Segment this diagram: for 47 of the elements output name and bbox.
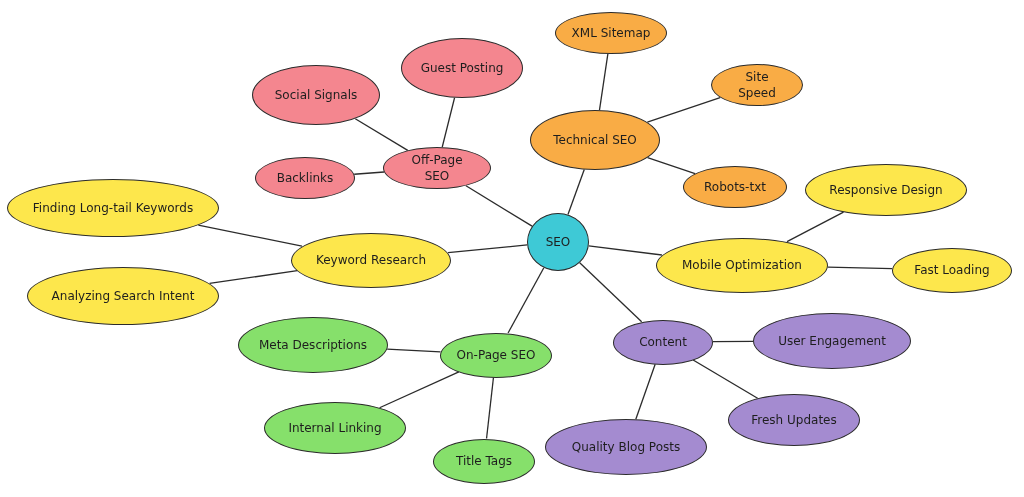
topic-label: Robots-txt	[704, 178, 766, 196]
topic-label: Fresh Updates	[751, 411, 837, 429]
connector-line	[598, 53, 609, 111]
connector-line	[441, 97, 456, 148]
topic-label: Responsive Design	[829, 181, 943, 199]
topic-label: XML Sitemap	[571, 24, 651, 42]
connector-line	[378, 371, 460, 409]
connector-line	[712, 340, 754, 343]
topic-label: SEO	[545, 233, 571, 251]
topic-label: Analyzing Search Intent	[51, 287, 195, 305]
central-topic-ellipse	[527, 213, 589, 271]
topic-label: Content	[639, 333, 687, 351]
topic-ellipse	[711, 64, 803, 106]
connector-line	[827, 266, 893, 270]
topic-label: Site Speed	[737, 68, 777, 102]
topic-label: Fast Loading	[914, 261, 990, 279]
connector-line	[646, 157, 696, 175]
connector-line	[485, 376, 495, 440]
topic-ellipse	[683, 166, 787, 208]
connector-line	[507, 267, 545, 334]
topic-label: User Engagement	[778, 332, 886, 350]
topic-label: On-Page SEO	[456, 346, 536, 364]
topic-label: Social Signals	[274, 86, 358, 104]
topic-label: Keyword Research	[315, 251, 427, 269]
connector-line	[646, 96, 721, 123]
topic-label: Mobile Optimization	[682, 256, 802, 274]
topic-label: Off-Page SEO	[410, 151, 464, 185]
connector-line	[353, 171, 385, 175]
connector-line	[786, 211, 845, 243]
topic-label: Backlinks	[276, 169, 334, 187]
topic-label: Title Tags	[455, 452, 513, 470]
connector-line	[354, 118, 409, 151]
connector-line	[588, 245, 663, 256]
topic-label: Guest Posting	[420, 59, 504, 77]
connector-line	[692, 359, 759, 399]
topic-label: Technical SEO	[553, 131, 637, 149]
connector-line	[447, 244, 528, 254]
connector-line	[635, 363, 656, 420]
connector-line	[197, 224, 303, 247]
connector-line	[465, 185, 533, 227]
topic-label: Internal Linking	[288, 419, 382, 437]
topic-label: Finding Long-tail Keywords	[32, 199, 194, 217]
topic-label: Meta Descriptions	[258, 336, 368, 354]
topic-label: Quality Blog Posts	[571, 438, 681, 456]
connector-line	[208, 270, 298, 285]
connector-line	[386, 348, 442, 353]
connector-line	[567, 168, 585, 216]
